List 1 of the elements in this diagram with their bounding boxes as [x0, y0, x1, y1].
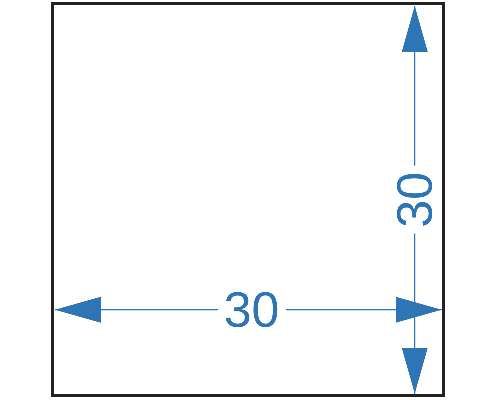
square-outline [52, 2, 446, 398]
